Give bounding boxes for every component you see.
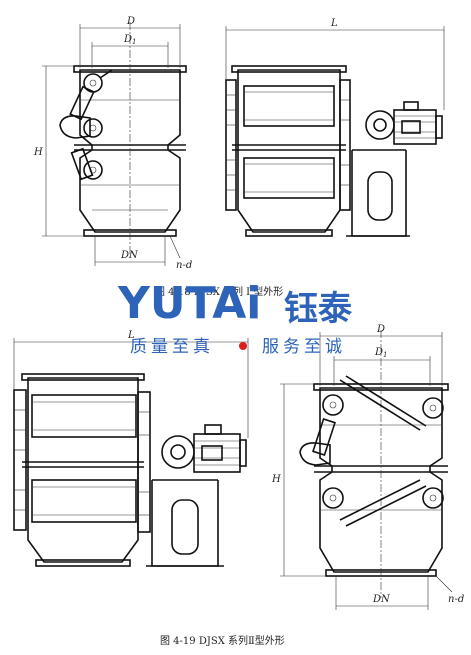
brand-logo-cn: 钰泰 xyxy=(284,289,353,329)
fig-4-19-D1-label: D xyxy=(374,347,383,358)
fig-4-19-linkage xyxy=(299,375,444,527)
brand-watermark: YUTAi 钰泰 质量至真 服务至诚 xyxy=(117,278,353,357)
fig-4-18-motor xyxy=(365,101,443,145)
fig-4-19-DN-label: DN xyxy=(372,594,391,605)
fig-4-19-L-label: L xyxy=(127,330,135,341)
fig-4-18-D-label: D xyxy=(126,16,135,27)
fig-4-19-dimensions: D D 1 H DN n-d xyxy=(271,324,464,610)
fig-4-18-L-label: L xyxy=(330,18,338,29)
fig-4-18-caption: 图 4-18 DJSX 系列 I 型外形 xyxy=(155,285,283,298)
brand-logo-text: YUTAi xyxy=(117,278,261,329)
fig-4-18-nd-label: n-d xyxy=(176,260,192,271)
fig-4-18-front-view: D D 1 H DN n-d xyxy=(33,16,192,271)
fig-4-19-H-label: H xyxy=(271,474,281,485)
fig-4-19-D1-subscript: 1 xyxy=(383,351,387,359)
fig-4-18-DN-label: DN xyxy=(120,250,139,261)
fig-4-18-D1-label: D xyxy=(123,34,132,45)
fig-4-19-side-view: L xyxy=(13,330,249,567)
brand-slogan-left: 质量至真 xyxy=(130,337,214,357)
fig-4-18-H-label: H xyxy=(33,147,43,158)
fig-4-18-dimensions: D D 1 H DN n-d xyxy=(33,16,192,271)
fig-4-19-motor xyxy=(161,424,247,473)
fig-4-19-nd-label: n-d xyxy=(448,594,464,605)
brand-slogan-right: 服务至诚 xyxy=(262,337,346,357)
fig-4-19-L-dimension: L xyxy=(13,330,249,438)
fig-4-18-D1-subscript: 1 xyxy=(132,38,136,46)
fig-4-18-side-view: L xyxy=(225,18,445,237)
fig-4-19-front-view: D D 1 H DN n-d xyxy=(271,324,464,610)
fig-4-19-caption: 图 4-19 DJSX 系列Ⅱ型外形 xyxy=(160,634,285,647)
fig-4-18-L-dimension: L xyxy=(225,18,445,110)
brand-slogan-dot xyxy=(239,342,247,350)
fig-4-18-linkage xyxy=(59,69,113,181)
fig-4-19-D-label: D xyxy=(376,324,385,335)
